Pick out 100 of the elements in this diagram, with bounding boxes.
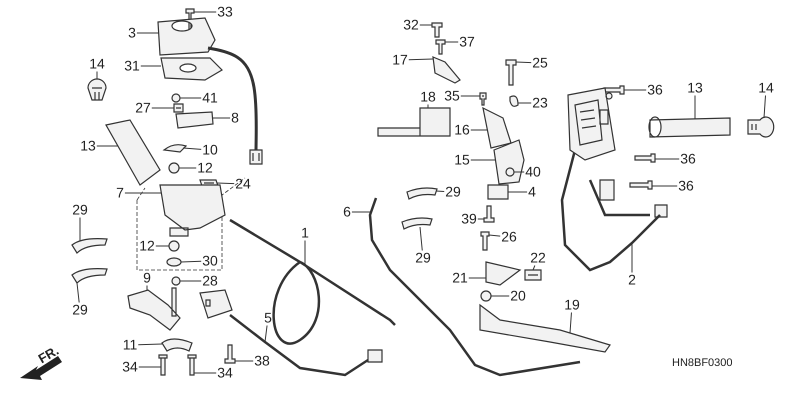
lever-holder	[493, 139, 525, 185]
leader-line	[146, 285, 148, 292]
callout-number: 21	[451, 270, 469, 286]
nut	[171, 276, 181, 286]
leader-line	[518, 102, 532, 104]
callout-number: 8	[230, 110, 240, 126]
leader-line	[76, 282, 80, 303]
callout-number: 5	[263, 310, 273, 326]
callout-number: 27	[134, 100, 152, 116]
callout-number: 19	[563, 298, 581, 312]
bolt	[431, 22, 443, 38]
callout-number: 29	[414, 250, 432, 266]
washer	[166, 257, 182, 267]
callout-number: 29	[71, 202, 89, 218]
callout-number: 38	[253, 354, 271, 368]
leader-line	[654, 158, 680, 160]
callout-number: 3	[127, 26, 137, 40]
switch-housing	[567, 87, 616, 161]
callout-number: 20	[509, 288, 527, 304]
leader-line	[419, 24, 432, 26]
callout-number: 15	[453, 152, 471, 168]
direction-label: FR.	[36, 342, 62, 366]
leader-line	[532, 265, 536, 270]
diagram-code: HN8BF0300	[672, 357, 733, 369]
bolt	[158, 354, 168, 376]
callout-number: 9	[142, 270, 152, 286]
callout-number: 34	[121, 360, 139, 374]
nut	[171, 93, 181, 103]
bolt	[505, 59, 517, 86]
callout-number: 13	[79, 138, 97, 154]
leader-line	[180, 280, 202, 282]
lever	[127, 287, 181, 331]
bracket	[161, 338, 193, 352]
callout-number: 14	[757, 80, 775, 96]
leader-line	[216, 182, 235, 184]
callout-number: 14	[88, 56, 106, 72]
leader-line	[194, 372, 217, 374]
callout-number: 32	[402, 18, 420, 32]
grip-end-weight	[87, 78, 107, 101]
wire-clamp	[406, 187, 438, 200]
leader-line	[477, 218, 484, 220]
leader-line	[96, 71, 98, 80]
leader-line	[764, 95, 766, 118]
callout-number: 23	[531, 96, 549, 110]
leader-line	[408, 58, 434, 60]
callout-number: 26	[500, 230, 518, 244]
bracket	[485, 261, 522, 286]
callout-number: 37	[458, 34, 476, 50]
bracket	[432, 56, 461, 84]
handlebar-grip	[648, 116, 731, 138]
callout-number: 41	[201, 90, 219, 106]
bracket	[482, 106, 512, 149]
throttle-grip	[377, 107, 451, 137]
callout-number: 36	[679, 152, 697, 166]
callout-number: 36	[677, 178, 695, 194]
callout-number: 18	[419, 90, 437, 104]
callout-number: 13	[686, 80, 704, 96]
callout-number: 16	[453, 122, 471, 138]
grip-end-weight	[747, 116, 774, 138]
handlebar-grip	[105, 119, 161, 186]
callout-number: 39	[460, 212, 478, 226]
bolt	[187, 354, 197, 376]
cable	[368, 198, 580, 376]
collar	[168, 162, 180, 174]
callout-number: 28	[201, 274, 219, 288]
leader-line	[516, 62, 532, 64]
switch-housing	[157, 17, 216, 56]
leader-line	[570, 312, 572, 334]
collar	[168, 240, 180, 252]
housing-plate	[160, 57, 223, 81]
callout-number: 6	[342, 204, 352, 220]
spring	[163, 144, 187, 153]
callout-number: 12	[196, 160, 214, 176]
callout-number: 35	[443, 88, 461, 104]
callout-number: 24	[234, 176, 252, 192]
clip	[173, 103, 184, 113]
screw	[479, 92, 487, 106]
callout-number: 1	[300, 226, 310, 240]
callout-number: 11	[122, 338, 138, 352]
leader-line	[180, 260, 202, 262]
callout-number: 36	[646, 82, 664, 98]
leader-line	[234, 360, 254, 362]
leader-line	[136, 32, 159, 34]
wire	[208, 46, 258, 150]
leader-line	[138, 344, 162, 346]
leader-line	[124, 192, 162, 194]
callout-number: 33	[216, 4, 234, 20]
callout-number: 10	[201, 142, 219, 158]
switch-housing	[159, 184, 226, 237]
callout-number: 17	[391, 52, 409, 68]
callout-number: 29	[71, 302, 89, 318]
leader-line	[488, 234, 501, 237]
leader-line	[694, 95, 696, 120]
callout-number: 30	[201, 254, 219, 268]
callout-number: 4	[527, 184, 537, 200]
callout-number: 2	[627, 272, 637, 288]
wire-clamp	[71, 238, 108, 254]
callout-number: 34	[216, 366, 234, 380]
callout-number: 40	[524, 164, 542, 180]
cable	[228, 218, 396, 344]
